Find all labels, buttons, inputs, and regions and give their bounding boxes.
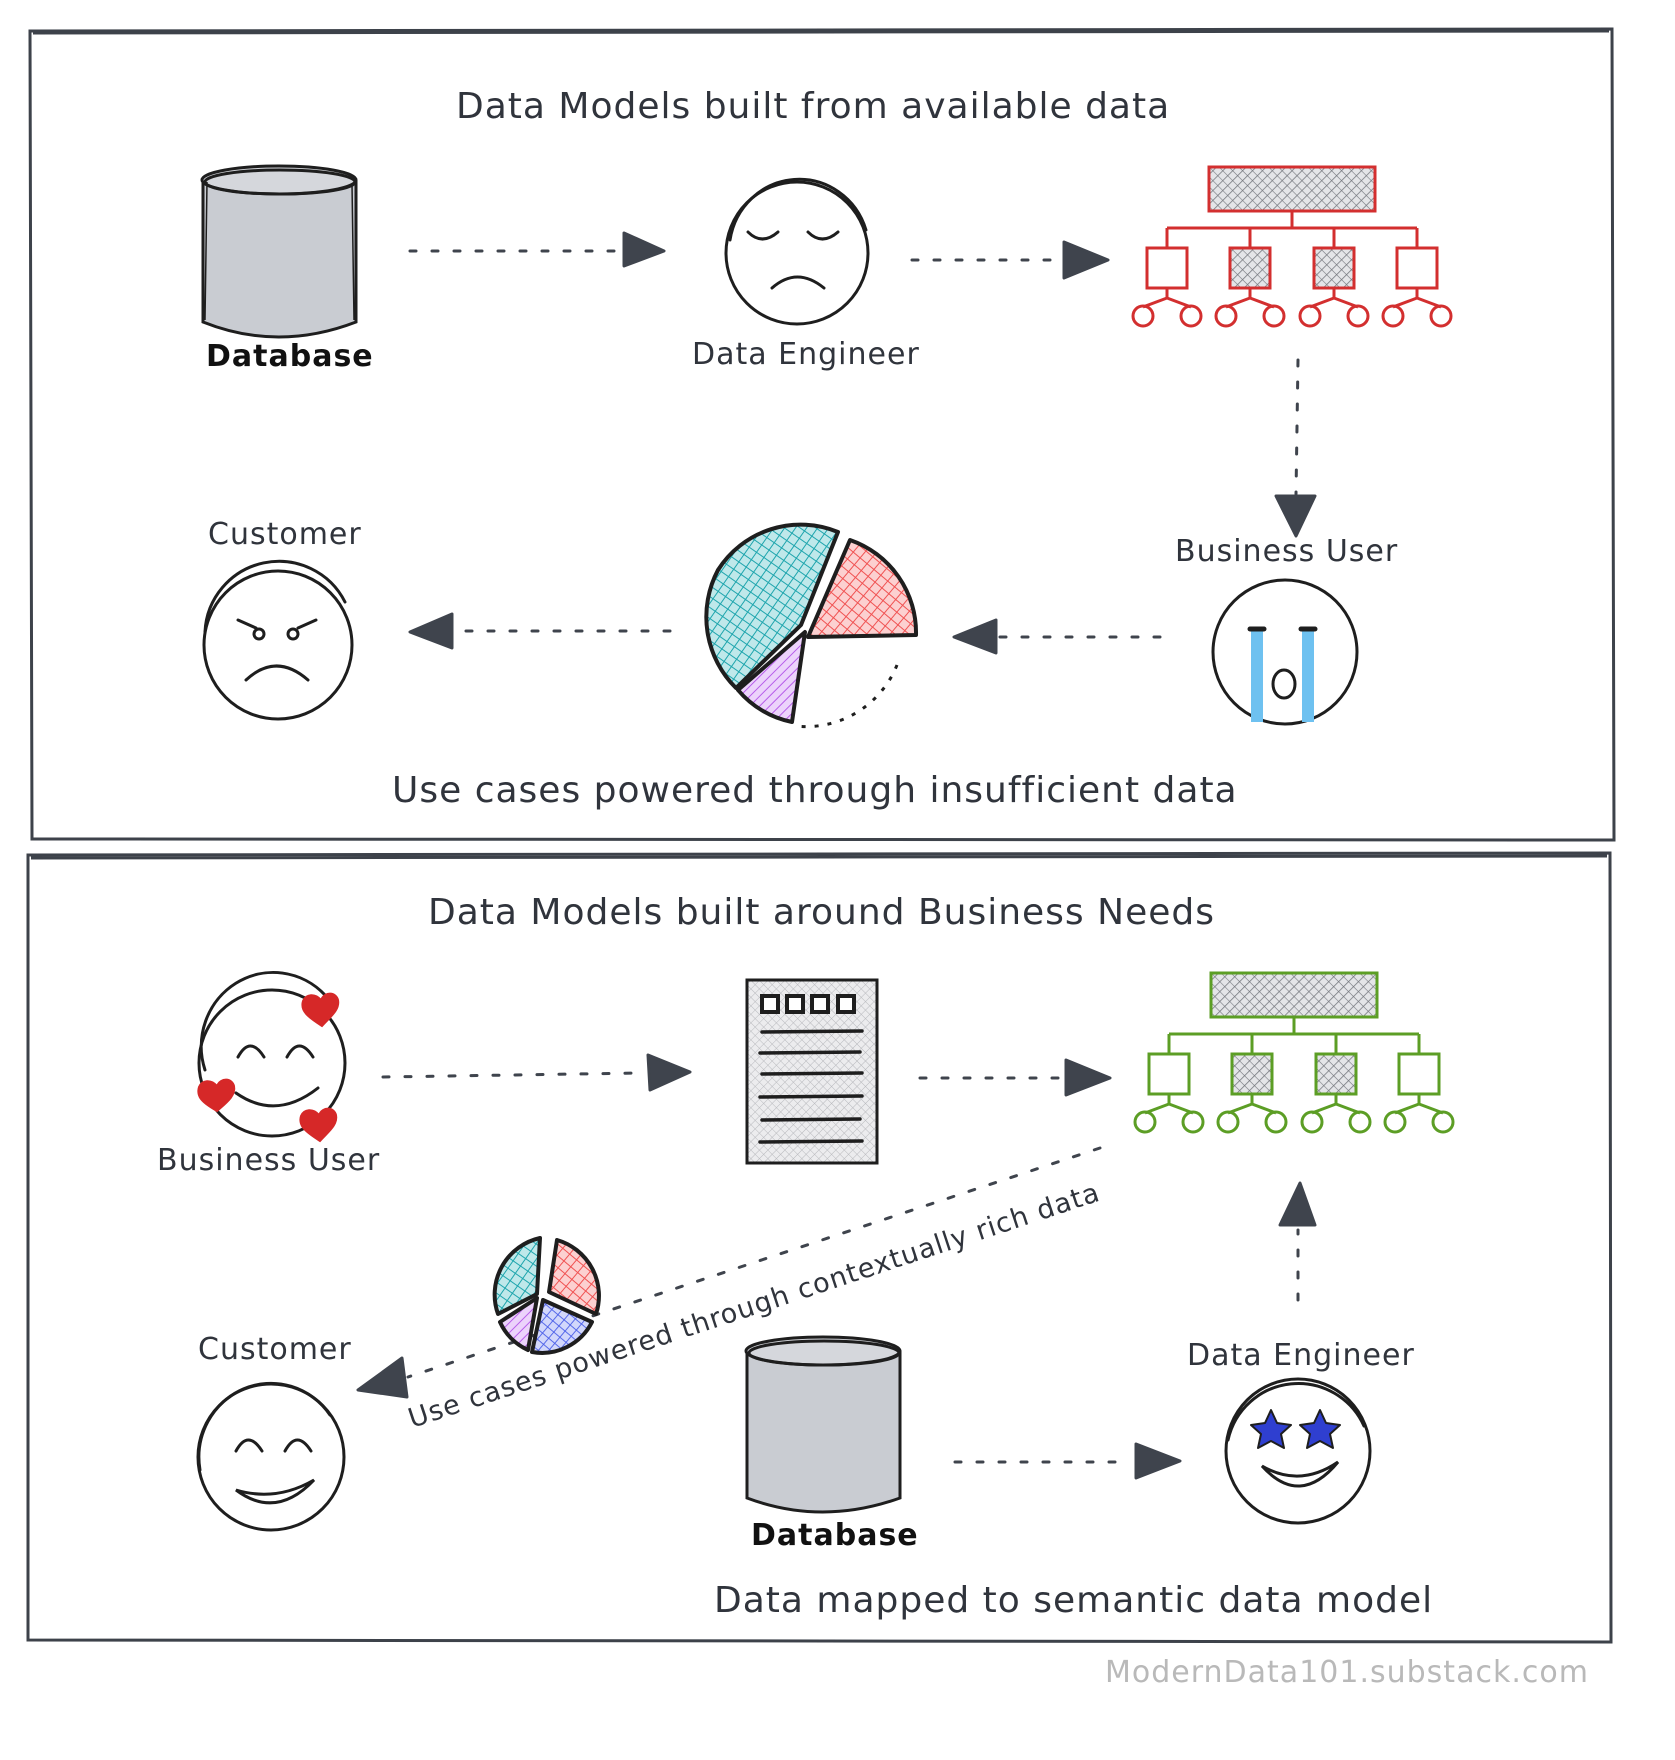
hierarchy-tree-icon <box>1133 971 1455 1134</box>
star-eyes-face-icon <box>1224 1377 1372 1525</box>
footer-credit: ModernData101.substack.com <box>1105 1655 1589 1690</box>
sad-face-icon <box>724 177 870 326</box>
document-icon <box>745 978 879 1165</box>
hierarchy-tree-icon <box>1131 165 1453 328</box>
label-data-engineer: Data Engineer <box>1187 1338 1415 1373</box>
label-customer: Customer <box>198 1332 352 1367</box>
label-business-user: Business User <box>1175 534 1399 569</box>
label-database: Database <box>206 339 374 374</box>
arrow-tree-to-customer <box>356 1146 1102 1399</box>
arrow-business-user-to-document <box>381 1053 692 1092</box>
arrow-pie-to-customer <box>408 612 672 650</box>
panel-frame-bottom <box>26 851 1613 1644</box>
panel-frame-top <box>28 27 1616 842</box>
pie-chart-icon <box>492 1236 601 1355</box>
panel-caption: Use cases powered through insufficient d… <box>392 770 1238 811</box>
database-icon <box>744 1335 902 1514</box>
pie-chart-icon <box>704 522 919 729</box>
crying-face-icon <box>1211 578 1359 726</box>
happy-face-icon <box>196 1381 346 1532</box>
arrow-engineer-to-tree <box>1278 1181 1317 1302</box>
arrow-document-to-tree <box>918 1058 1112 1097</box>
label-database: Database <box>751 1518 919 1553</box>
panel-title: Data Models built from available data <box>456 86 1171 127</box>
label-business-user: Business User <box>157 1143 381 1178</box>
panel-caption: Data mapped to semantic data model <box>714 1580 1434 1621</box>
arrow-db-to-engineer <box>953 1442 1182 1480</box>
angry-face-icon <box>202 559 354 721</box>
star-icon <box>1250 1409 1341 1449</box>
heart-icon <box>197 992 340 1143</box>
arrow-db-to-engineer <box>408 231 666 268</box>
arrow-engineer-to-tree <box>910 240 1110 280</box>
label-data-engineer: Data Engineer <box>692 337 920 372</box>
label-customer: Customer <box>208 517 362 552</box>
database-icon <box>200 164 358 339</box>
panel-title: Data Models built around Business Needs <box>428 892 1215 933</box>
arrow-tree-to-business-user <box>1274 358 1317 538</box>
arrow-business-user-to-pie <box>952 618 1162 655</box>
love-face-icon <box>197 970 347 1138</box>
